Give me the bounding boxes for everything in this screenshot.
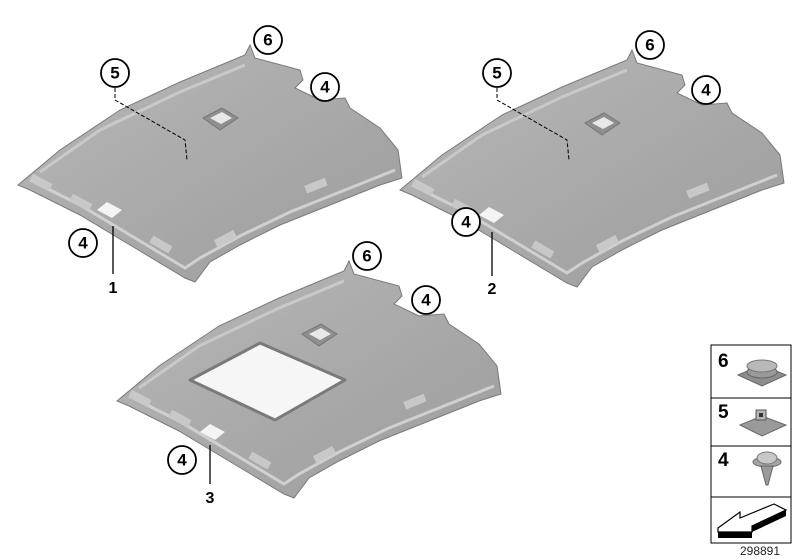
callout-5-leader (114, 88, 188, 161)
callout: 4 (451, 207, 481, 237)
svg-text:4: 4 (701, 81, 711, 100)
assembly-label-1: 1 (109, 280, 118, 297)
headliner-assembly-3 (115, 259, 503, 500)
callout: 4 (68, 228, 98, 258)
headliner-assembly-2 (398, 48, 786, 289)
headliner-2-drawing (398, 48, 786, 289)
front-direction-arrow-icon (717, 503, 788, 538)
headliner-1-cutout (97, 202, 122, 218)
legend-item-5: 5 (718, 402, 788, 437)
svg-text:5: 5 (718, 402, 729, 423)
callout: 6 (635, 30, 665, 60)
callout: 4 (411, 285, 441, 315)
callout: 6 (253, 25, 283, 55)
square-clip-icon (738, 409, 788, 437)
legend-item-4: 4 (718, 450, 782, 486)
svg-text:5: 5 (110, 64, 119, 83)
headliner-3-cutout (200, 424, 225, 440)
svg-text:6: 6 (718, 351, 729, 372)
svg-text:4: 4 (718, 450, 729, 471)
svg-text:6: 6 (362, 247, 371, 266)
parts-legend: 6 5 4 (710, 344, 792, 544)
callout: 4 (691, 75, 721, 105)
svg-text:4: 4 (421, 291, 431, 310)
svg-text:4: 4 (177, 451, 187, 470)
headliner-2-cutout (479, 207, 504, 223)
svg-text:5: 5 (492, 64, 501, 83)
callout: 4 (167, 445, 197, 475)
reference-number: 298891 (740, 544, 780, 558)
svg-text:4: 4 (461, 213, 471, 232)
headliner-assembly-1 (16, 43, 404, 284)
callout: 6 (352, 241, 382, 271)
callout-5-leader (496, 88, 570, 161)
expanding-rivet-icon (752, 451, 782, 486)
svg-text:4: 4 (78, 234, 88, 253)
svg-text:6: 6 (263, 31, 272, 50)
legend-item-6: 6 (718, 351, 788, 387)
assembly-label-2: 2 (488, 281, 497, 298)
sunroof-opening (188, 341, 347, 422)
round-clip-icon (736, 359, 788, 387)
callout: 5 (100, 58, 130, 88)
assembly-label-3: 3 (206, 490, 215, 507)
callout: 5 (482, 58, 512, 88)
svg-text:4: 4 (320, 78, 330, 97)
svg-text:6: 6 (645, 36, 654, 55)
callout: 4 (310, 72, 340, 102)
